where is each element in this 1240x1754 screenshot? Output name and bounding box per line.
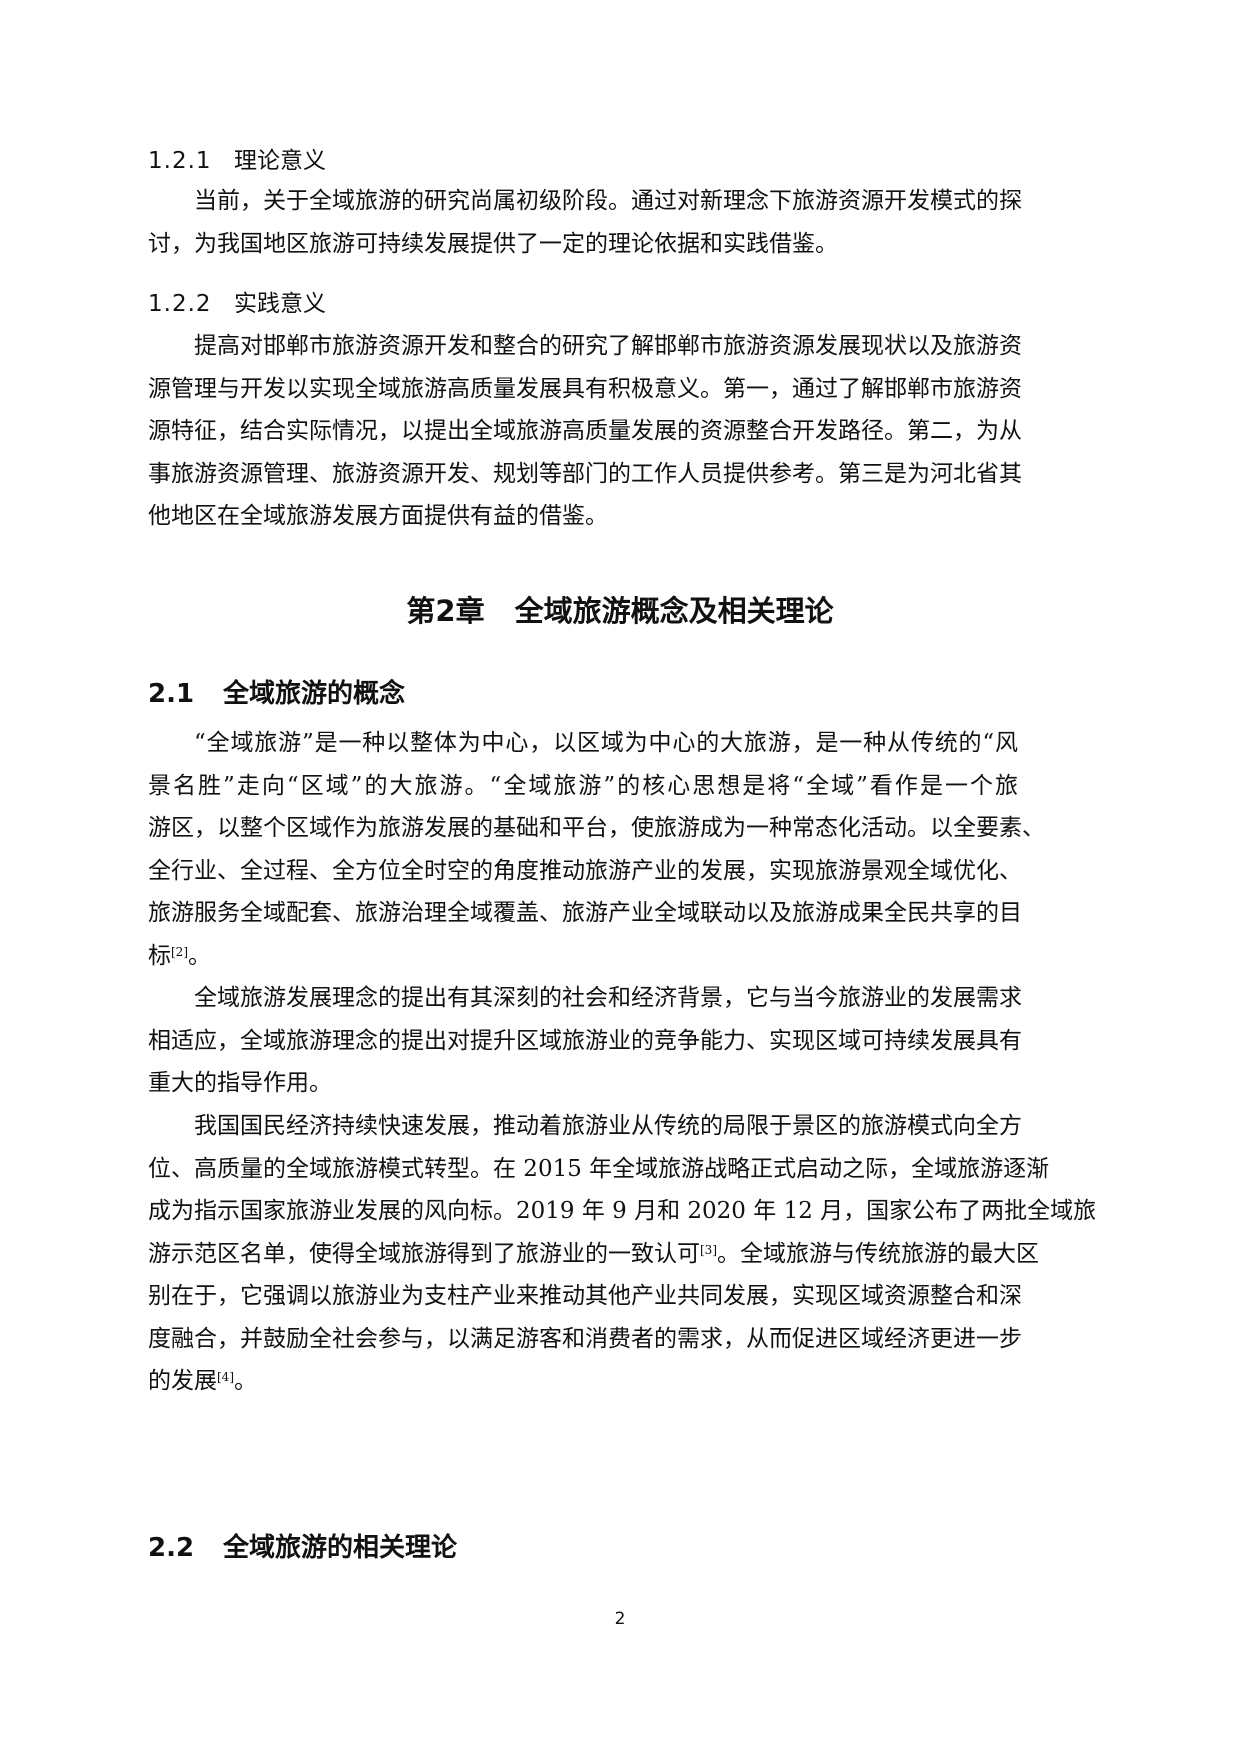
section-title: 全域旅游的概念 [223, 679, 406, 709]
text-line: 成为指示国家旅游业发展的风向标。2019 年 9 月和 2020 年 12 月，… [148, 1198, 1097, 1224]
text-line: 别在于，它强调以旅游业为支柱产业来推动其他产业共同发展，实现区域资源整合和深 [148, 1283, 1022, 1309]
section-title: 理论意义 [234, 148, 326, 174]
text-line: 的发展[4]。 [148, 1360, 1018, 1403]
chapter-heading: 第2章全域旅游概念及相关理论 [0, 588, 1240, 630]
text-line: 标[2]。 [148, 935, 1018, 978]
text-line: 源特征，结合实际情况，以提出全域旅游高质量发展的资源整合开发路径。第二，为从 [148, 418, 1022, 444]
text-line: 全域旅游发展理念的提出有其深刻的社会和经济背景，它与当今旅游业的发展需求 [194, 985, 1022, 1011]
text-line: 源管理与开发以实现全域旅游高质量发展具有积极意义。第一，通过了解邯郸市旅游资 [148, 375, 1022, 402]
text-line: 讨，为我国地区旅游可持续发展提供了一定的理论依据和实践借鉴。 [148, 230, 838, 257]
text-line: 提高对邯郸市旅游资源开发和整合的研究了解邯郸市旅游资源发展现状以及旅游资 [194, 333, 1022, 359]
section-number: 1.2.1 [148, 148, 212, 174]
text-line: 位、高质量的全域旅游模式转型。在 2015 年全域旅游战略正式启动之际，全域旅游… [148, 1155, 1050, 1182]
page-number: 2 [614, 1609, 626, 1629]
section-heading-1-2-2: 1.2.2 实践意义 [148, 284, 326, 318]
text-line: 事旅游资源管理、旅游资源开发、规划等部门的工作人员提供参考。第三是为河北省其 [148, 460, 1022, 487]
text-line: 度融合，并鼓励全社会参与，以满足游客和消费者的需求，从而促进区域经济更进一步 [148, 1325, 1022, 1352]
section-heading-1-2-1: 1.2.1 理论意义 [148, 141, 326, 175]
section-heading-2-2: 2.2 全域旅游的相关理论 [148, 1527, 457, 1564]
text-line: “全域旅游”是一种以整体为中心，以区域为中心的大旅游，是一种从传统的“风 [194, 730, 1018, 756]
paragraph-theoretical-significance: 当前，关于全域旅游的研究尚属初级阶段。通过对新理念下旅游资源开发模式的探 讨，为… [148, 180, 1022, 265]
text-fragment: 。 [188, 942, 211, 969]
text-fragment: 。 [234, 1368, 257, 1394]
text-line: 当前，关于全域旅游的研究尚属初级阶段。通过对新理念下旅游资源开发模式的探 [194, 188, 1022, 214]
text-fragment: 的发展 [148, 1368, 217, 1394]
paragraph-practical-significance: 提高对邯郸市旅游资源开发和整合的研究了解邯郸市旅游资源发展现状以及旅游资 源管理… [148, 325, 1022, 538]
text-line: 旅游服务全域配套、旅游治理全域覆盖、旅游产业全域联动以及旅游成果全民共享的目 [148, 900, 1022, 926]
citation-ref: [4] [217, 1370, 234, 1384]
section-number: 2.2 [148, 1533, 195, 1563]
paragraph-concept-1: “全域旅游”是一种以整体为中心，以区域为中心的大旅游，是一种从传统的“风 景名胜… [148, 722, 1045, 978]
text-line: 游区，以整个区域作为旅游发展的基础和平台，使旅游成为一种常态化活动。以全要素、 [148, 815, 1045, 841]
section-number: 1.2.2 [148, 291, 212, 317]
text-fragment: 游示范区名单，使得全域旅游得到了旅游业的一致认可 [148, 1240, 700, 1267]
chapter-label: 第2章 [406, 594, 485, 628]
chapter-title: 全域旅游概念及相关理论 [514, 594, 834, 628]
section-number: 2.1 [148, 679, 195, 709]
text-line: 游示范区名单，使得全域旅游得到了旅游业的一致认可[3]。全域旅游与传统旅游的最大… [148, 1233, 1039, 1276]
text-line: 全行业、全过程、全方位全时空的角度推动旅游产业的发展，实现旅游景观全域优化、 [148, 857, 1022, 884]
text-fragment: 。全域旅游与传统旅游的最大区 [717, 1240, 1039, 1267]
text-line: 我国国民经济持续快速发展，推动着旅游业从传统的局限于景区的旅游模式向全方 [194, 1113, 1022, 1139]
text-line: 重大的指导作用。 [148, 1070, 332, 1096]
citation-ref: [3] [700, 1242, 717, 1257]
text-line: 相适应，全域旅游理念的提出对提升区域旅游业的竞争能力、实现区域可持续发展具有 [148, 1027, 1022, 1054]
text-line: 景名胜”走向“区域”的大旅游。“全域旅游”的核心思想是将“全域”看作是一个旅 [148, 772, 1018, 799]
section-title: 全域旅游的相关理论 [223, 1533, 458, 1563]
section-heading-2-1: 2.1 全域旅游的概念 [148, 673, 405, 710]
text-line: 他地区在全域旅游发展方面提供有益的借鉴。 [148, 503, 608, 529]
section-title: 实践意义 [234, 291, 326, 317]
paragraph-concept-2: 全域旅游发展理念的提出有其深刻的社会和经济背景，它与当今旅游业的发展需求 相适应… [148, 977, 1022, 1105]
paragraph-concept-3: 我国国民经济持续快速发展，推动着旅游业从传统的局限于景区的旅游模式向全方 位、高… [148, 1105, 1097, 1403]
citation-ref: [2] [171, 944, 188, 959]
text-fragment: 标 [148, 942, 171, 969]
